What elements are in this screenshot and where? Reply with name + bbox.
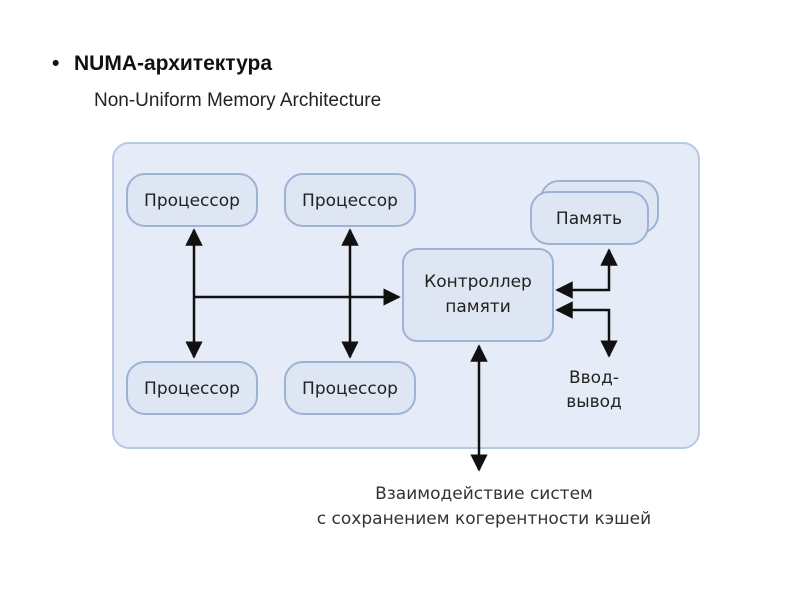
- memory-controller-box: Контроллер памяти: [402, 248, 554, 342]
- memory-stack: Память: [530, 180, 659, 245]
- processor-label: Процессор: [144, 379, 240, 399]
- io-label-line1: Ввод-: [569, 368, 619, 388]
- arrow-controller-memory: [555, 248, 618, 299]
- title-bullet: • NUMA-архитектура: [52, 52, 272, 76]
- processor-box-top-left: Процессор: [126, 173, 258, 227]
- page-title: NUMA-архитектура: [74, 52, 272, 75]
- page-subtitle: Non-Uniform Memory Architecture: [94, 90, 382, 111]
- bullet-icon: •: [52, 52, 60, 75]
- caption-line2: с сохранением когерентности кэшей: [317, 509, 651, 529]
- controller-label-line1: Контроллер: [424, 272, 532, 292]
- processor-label: Процессор: [144, 191, 240, 211]
- controller-label-line2: памяти: [445, 297, 511, 317]
- memory-label: Память: [556, 209, 622, 229]
- processor-box-bottom-left: Процессор: [126, 361, 258, 415]
- io-label-line2: вывод: [566, 392, 622, 412]
- processor-label: Процессор: [302, 191, 398, 211]
- processor-box-bottom-right: Процессор: [284, 361, 416, 415]
- caption-line1: Взаимодействие систем: [375, 484, 593, 504]
- processor-label: Процессор: [302, 379, 398, 399]
- memory-box-front: [530, 191, 649, 245]
- arrow-controller-io: [555, 301, 618, 358]
- processor-box-top-right: Процессор: [284, 173, 416, 227]
